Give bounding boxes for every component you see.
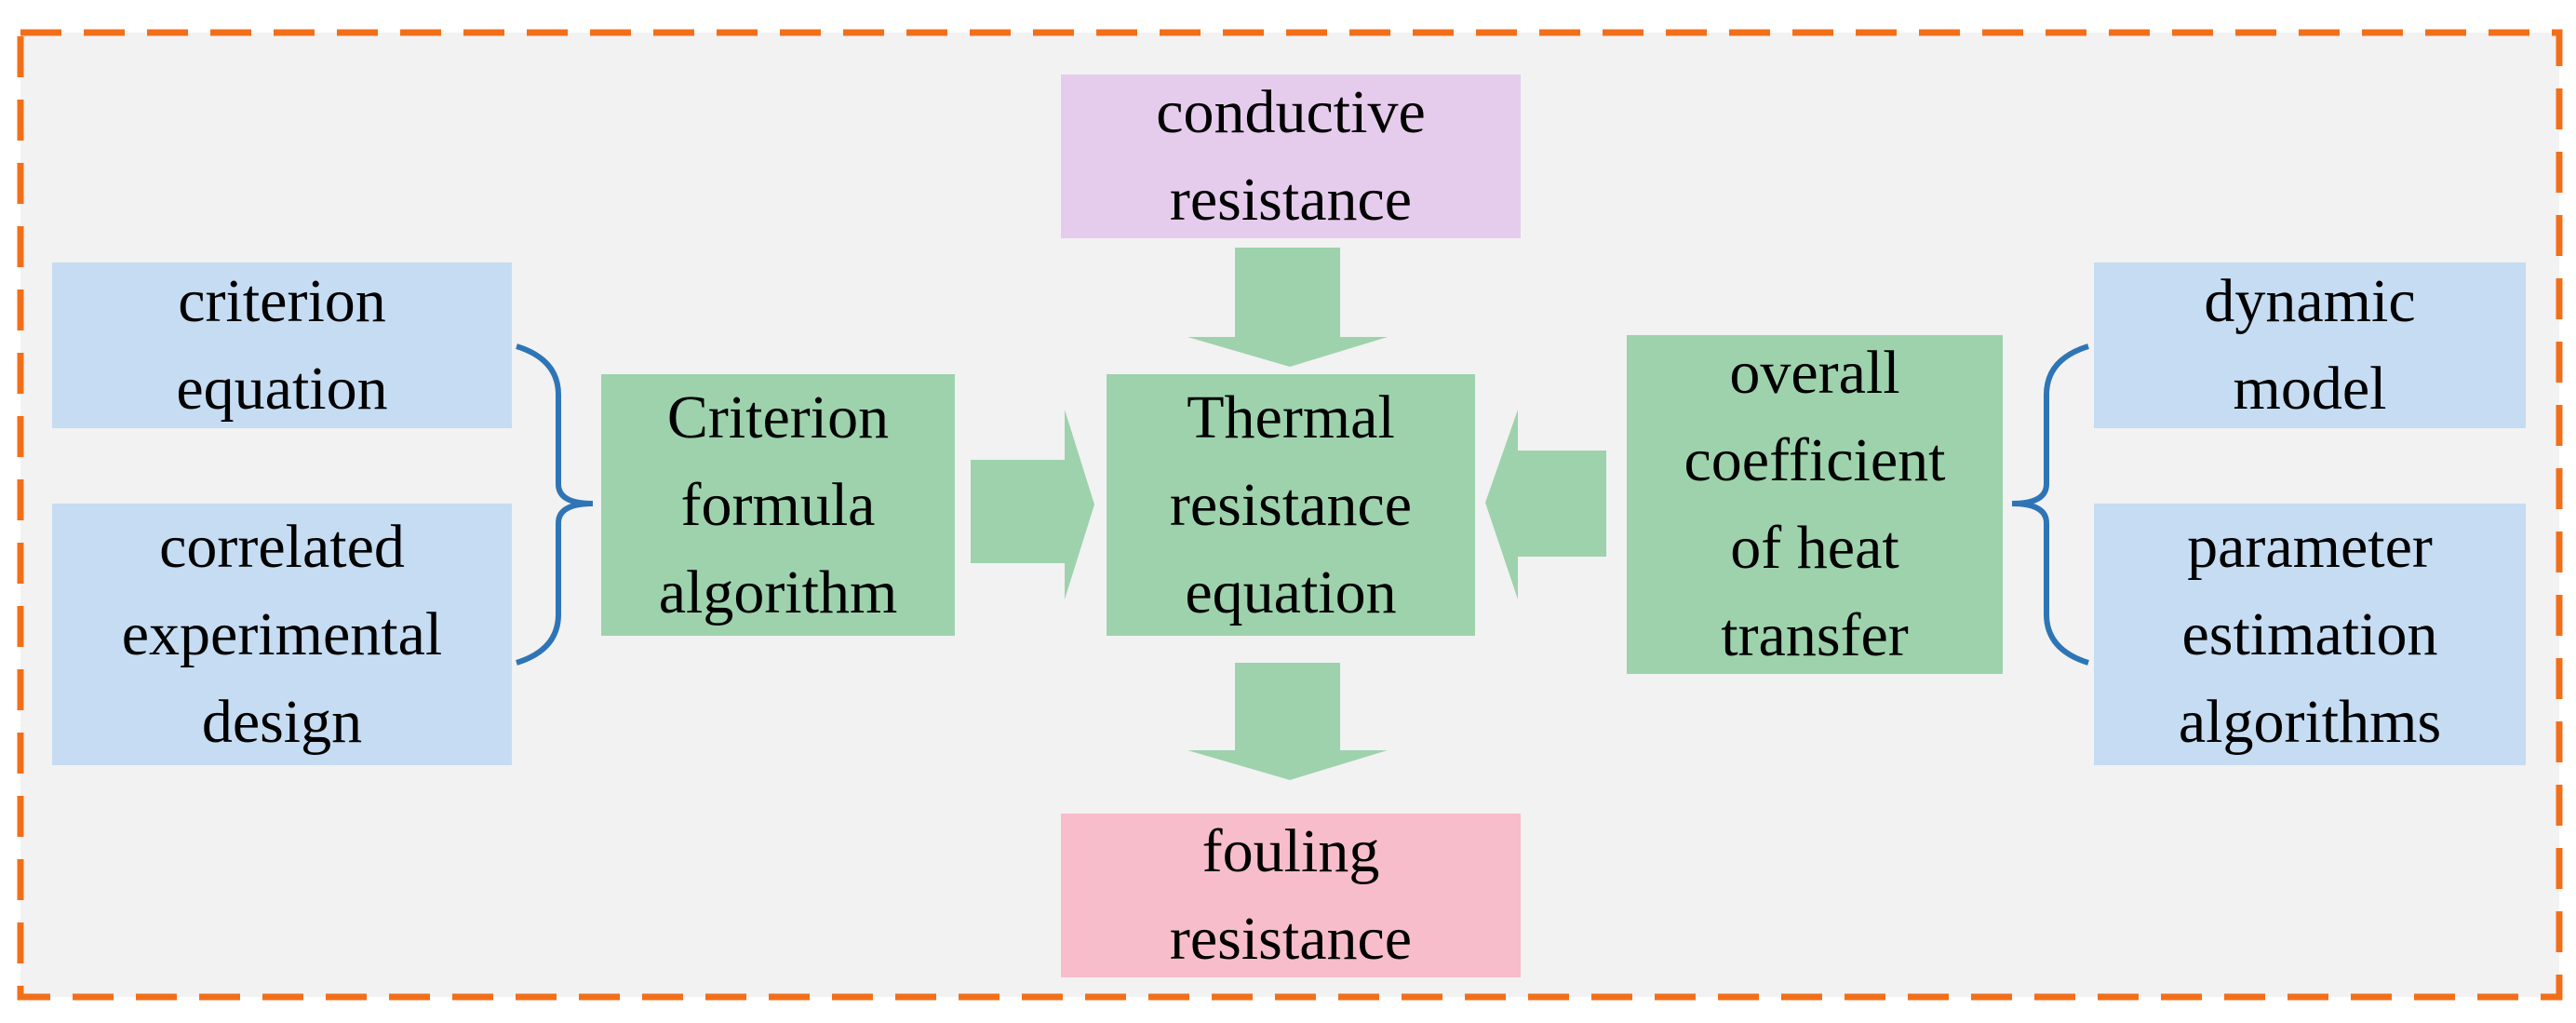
criterion-equation-line-2: equation [176,355,388,423]
overall-coefficient-line-3: of heat [1730,514,1899,582]
fouling-resistance-line-2: resistance [1169,905,1413,973]
parameter-estimation-line-3: algorithms [2178,687,2442,756]
conductive-resistance-box: conductive resistance [1061,74,1521,238]
dynamic-model-box: dynamic model [2094,262,2526,428]
thermal-resistance-line-1: Thermal [1187,383,1395,451]
dynamic-model-line-1: dynamic [2204,267,2416,335]
criterion-equation-line-1: criterion [178,267,386,335]
conductive-resistance-line-1: conductive [1156,78,1426,146]
overall-coefficient-line-4: transfer [1721,601,1909,669]
correlated-design-line-3: design [201,687,363,756]
thermal-resistance-line-3: equation [1185,558,1397,626]
criterion-formula-algorithm-box: Criterion formula algorithm [601,374,955,636]
thermal-resistance-equation-box: Thermal resistance equation [1107,374,1475,636]
correlated-design-line-1: correlated [159,512,405,581]
right-brace [2011,343,2089,666]
correlated-experimental-design-box: correlated experimental design [52,504,512,765]
correlated-design-line-2: experimental [121,599,443,668]
left-brace [516,343,594,666]
overall-heat-transfer-coefficient-box: overall coefficient of heat transfer [1627,335,2003,674]
parameter-estimation-line-1: parameter [2187,512,2433,581]
arrow-left-to-thermal [1485,410,1606,599]
dashed-frame [17,29,2563,1001]
criterion-algorithm-line-1: Criterion [666,383,890,451]
overall-coefficient-line-2: coefficient [1684,426,1946,494]
parameter-estimation-algorithms-box: parameter estimation algorithms [2094,504,2526,765]
criterion-algorithm-line-3: algorithm [658,558,898,626]
dynamic-model-line-2: model [2233,355,2387,423]
fouling-resistance-box: fouling resistance [1061,814,1521,977]
arrow-right-to-thermal [971,410,1094,599]
overall-coefficient-line-1: overall [1729,339,1900,407]
criterion-equation-box: criterion equation [52,262,512,428]
conductive-resistance-line-2: resistance [1169,166,1413,234]
criterion-algorithm-line-2: formula [680,470,876,539]
parameter-estimation-line-2: estimation [2181,599,2438,668]
arrow-down-to-thermal [1187,248,1388,367]
arrow-down-to-fouling [1187,663,1388,780]
fouling-resistance-line-1: fouling [1201,817,1380,885]
thermal-resistance-line-2: resistance [1169,470,1413,539]
